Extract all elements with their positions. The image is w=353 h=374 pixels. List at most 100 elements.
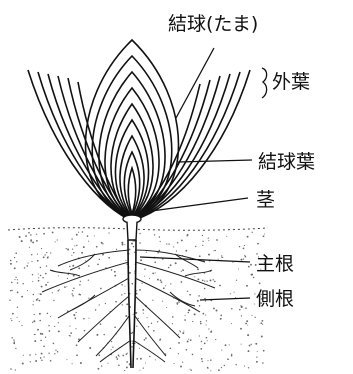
- soil-dot: [71, 293, 73, 295]
- soil-dot: [176, 250, 177, 251]
- soil-dot: [226, 236, 227, 237]
- soil-dot: [82, 231, 83, 232]
- soil-dot: [232, 262, 233, 263]
- soil-dot: [75, 328, 76, 329]
- soil-dot: [201, 358, 203, 360]
- soil-dot: [32, 241, 34, 243]
- soil-dot: [132, 283, 134, 285]
- soil-dot: [215, 250, 216, 251]
- soil-dot: [66, 359, 67, 360]
- soil-dot: [13, 343, 15, 345]
- soil-dot: [165, 285, 166, 286]
- soil-dot: [32, 304, 33, 305]
- soil-dot: [32, 274, 33, 275]
- soil-dot: [124, 293, 125, 294]
- soil-dot: [202, 235, 203, 236]
- soil-dot: [14, 257, 15, 258]
- soil-dot: [213, 279, 214, 280]
- soil-dot: [89, 347, 91, 349]
- soil-dot: [213, 307, 215, 309]
- soil-dot: [84, 330, 86, 332]
- soil-dot: [114, 275, 116, 277]
- soil-dot: [256, 356, 257, 357]
- soil-dot: [182, 269, 184, 271]
- soil-dot: [41, 333, 43, 335]
- soil-dot: [204, 343, 206, 345]
- soil-dot: [13, 339, 14, 340]
- soil-dot: [204, 288, 206, 290]
- soil-dot: [36, 234, 37, 235]
- soil-dot: [157, 252, 159, 254]
- soil-dot: [40, 275, 41, 276]
- soil-dot: [99, 259, 100, 260]
- soil-dot: [143, 367, 144, 368]
- soil-dot: [260, 322, 262, 324]
- soil-dot: [192, 354, 194, 356]
- soil-dot: [101, 365, 102, 366]
- soil-dot: [100, 288, 102, 290]
- soil-dot: [121, 242, 123, 244]
- soil-dot: [251, 274, 253, 276]
- soil-dot: [124, 370, 125, 371]
- soil-dot: [178, 334, 179, 335]
- soil-dot: [257, 351, 258, 352]
- soil-dot: [145, 337, 147, 339]
- soil-dot: [199, 335, 200, 336]
- soil-dot: [22, 363, 24, 365]
- soil-dot: [244, 255, 245, 256]
- soil-dot: [185, 250, 187, 252]
- soil-dot: [48, 325, 49, 326]
- soil-dot: [25, 235, 27, 237]
- soil-dot: [199, 255, 201, 257]
- soil-dot: [73, 275, 75, 277]
- soil-dot: [26, 265, 28, 267]
- soil-dot: [246, 320, 248, 322]
- soil-dot: [54, 326, 55, 327]
- soil-dot: [69, 326, 70, 327]
- soil-dot: [17, 279, 18, 280]
- soil-dot: [27, 290, 28, 291]
- soil-dot: [108, 257, 110, 259]
- soil-dot: [111, 269, 113, 271]
- soil-dot: [46, 265, 48, 267]
- soil-dot: [208, 237, 209, 238]
- soil-dot: [103, 334, 104, 335]
- soil-dot: [204, 298, 206, 300]
- soil-dot: [58, 330, 60, 332]
- soil-dot: [131, 346, 133, 348]
- soil-dot: [29, 354, 31, 356]
- soil-dot: [76, 312, 77, 313]
- soil-dot: [240, 328, 242, 330]
- soil-dot: [166, 243, 167, 244]
- soil-dot: [221, 367, 222, 368]
- soil-dot: [67, 278, 68, 279]
- soil-dot: [152, 273, 154, 275]
- soil-dot: [126, 353, 128, 355]
- soil-dot: [21, 240, 23, 242]
- soil-dot: [111, 349, 112, 350]
- soil-dot: [76, 344, 78, 346]
- soil-dot: [220, 315, 222, 317]
- soil-dot: [83, 318, 85, 320]
- soil-dot: [50, 252, 51, 253]
- soil-dot: [57, 290, 59, 292]
- soil-dot: [21, 296, 23, 298]
- soil-dot: [151, 323, 152, 324]
- soil-dot: [131, 243, 133, 245]
- soil-dot: [175, 262, 177, 264]
- soil-dot: [234, 292, 235, 293]
- soil-dot: [221, 255, 222, 256]
- soil-dot: [208, 328, 209, 329]
- soil-dot: [14, 267, 16, 269]
- soil-dot: [247, 334, 249, 336]
- soil-dot: [222, 257, 223, 258]
- soil-dot: [249, 345, 251, 347]
- soil-dot: [170, 283, 171, 284]
- soil-dot: [45, 337, 46, 338]
- soil-dot: [262, 362, 264, 364]
- soil-dot: [12, 313, 14, 315]
- soil-dot: [170, 348, 172, 350]
- soil-dot: [88, 265, 90, 267]
- soil-dot: [160, 241, 161, 242]
- soil-dot: [219, 285, 221, 287]
